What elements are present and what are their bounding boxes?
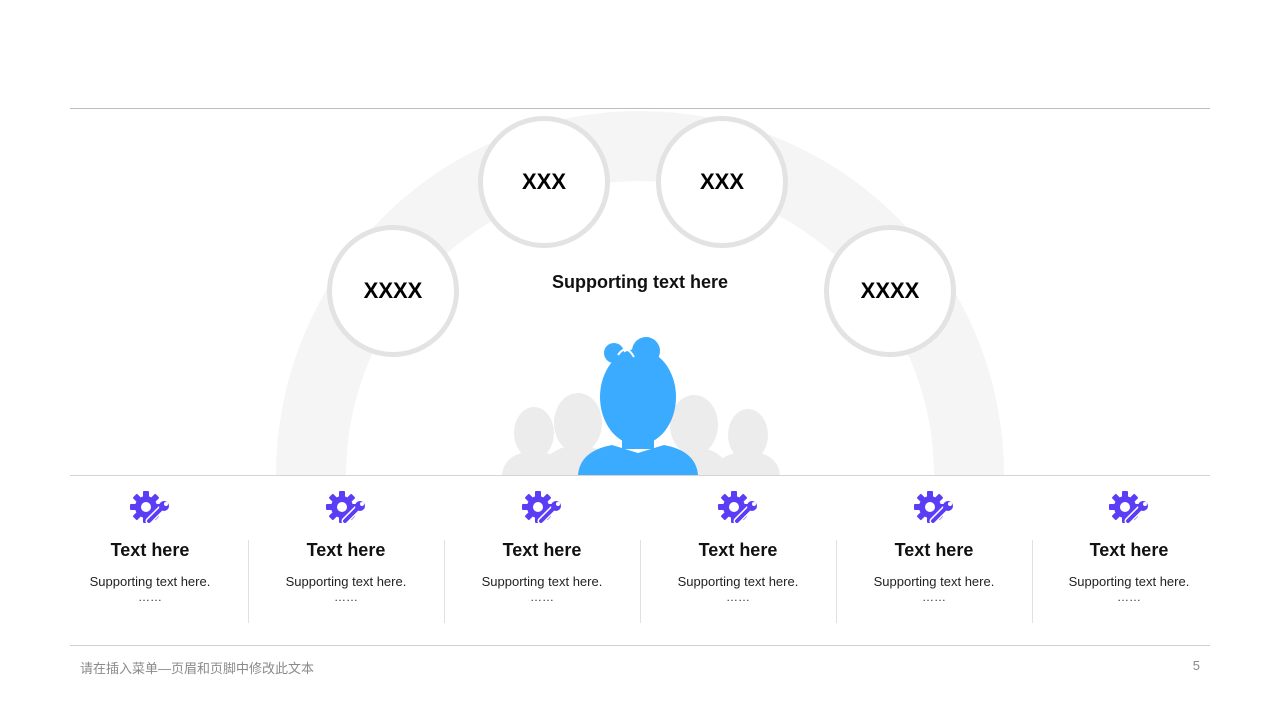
- column-ellipsis: ……: [922, 590, 946, 604]
- column-ellipsis: ……: [334, 590, 358, 604]
- column-separator: [836, 540, 837, 623]
- column-separator: [640, 540, 641, 623]
- bubble-top-left: XXX: [478, 116, 610, 248]
- column-title: Text here: [698, 540, 778, 560]
- gear-wrench-icon: [1109, 491, 1148, 525]
- top-divider: [70, 108, 1210, 109]
- column-subtitle: Supporting text here.: [1068, 574, 1190, 589]
- bubble-right-label: XXXX: [860, 278, 920, 303]
- bubble-left-label: XXXX: [363, 278, 423, 303]
- column-subtitle: Supporting text here.: [873, 574, 995, 589]
- page-number: 5: [1192, 658, 1200, 673]
- column-title: Text here: [894, 540, 974, 560]
- feature-column: Text here Supporting text here. ……: [1031, 490, 1227, 603]
- feature-column: Text here Supporting text here. ……: [248, 490, 444, 603]
- gear-wrench-icon: [326, 491, 365, 525]
- column-ellipsis: ……: [138, 590, 162, 604]
- bubble-right: XXXX: [824, 225, 956, 357]
- feature-column: Text here Supporting text here. ……: [836, 490, 1032, 603]
- column-subtitle: Supporting text here.: [677, 574, 799, 589]
- column-ellipsis: ……: [1117, 590, 1141, 604]
- column-separator: [444, 540, 445, 623]
- feature-column: Text here Supporting text here. ……: [52, 490, 248, 603]
- column-subtitle: Supporting text here.: [285, 574, 407, 589]
- gear-wrench-icon: [914, 491, 953, 525]
- column-separator: [1032, 540, 1033, 623]
- feature-column: Text here Supporting text here. ……: [640, 490, 836, 603]
- footer-divider: [70, 645, 1210, 646]
- column-subtitle: Supporting text here.: [481, 574, 603, 589]
- column-title: Text here: [110, 540, 190, 560]
- bubble-top-left-label: XXX: [521, 169, 567, 194]
- column-title: Text here: [502, 540, 582, 560]
- column-subtitle: Supporting text here.: [89, 574, 211, 589]
- column-title: Text here: [1089, 540, 1169, 560]
- column-separator: [248, 540, 249, 623]
- feature-column: Text here Supporting text here. ……: [444, 490, 640, 603]
- bubble-top-right-label: XXX: [699, 169, 745, 194]
- column-ellipsis: ……: [726, 590, 750, 604]
- center-supporting-text: Supporting text here: [551, 272, 728, 292]
- gear-wrench-icon: [522, 491, 561, 525]
- bubble-top-right: XXX: [656, 116, 788, 248]
- gear-wrench-icon: [718, 491, 757, 525]
- middle-divider: [70, 475, 1210, 476]
- gear-wrench-icon: [130, 491, 169, 525]
- footer-text: 请在插入菜单—页眉和页脚中修改此文本: [80, 661, 315, 676]
- column-ellipsis: ……: [530, 590, 554, 604]
- people-group-icon: [502, 337, 780, 475]
- bubble-left: XXXX: [327, 225, 459, 357]
- column-title: Text here: [306, 540, 386, 560]
